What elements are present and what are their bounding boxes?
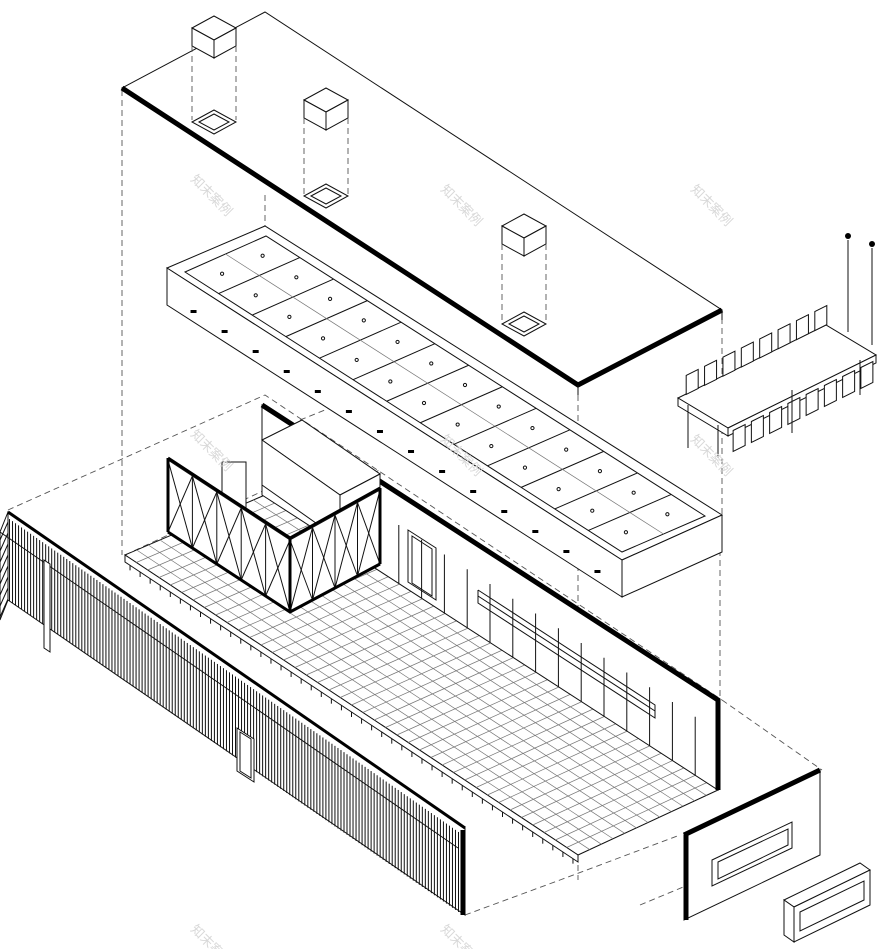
skylight-3 (500, 213, 548, 337)
watermark: 知末案例 (187, 427, 235, 475)
front-slatted-wall (0, 510, 466, 916)
roof-slab (120, 11, 724, 395)
watermark: 知末案例 (187, 922, 235, 949)
window-frame-component (783, 862, 871, 943)
end-wall-with-window (682, 767, 822, 921)
meeting-table-component (676, 233, 878, 458)
glazed-meeting-box (166, 419, 382, 614)
skylight-2 (302, 87, 350, 209)
watermark: 知末案例 (687, 182, 735, 230)
watermark: 知末案例 (187, 172, 235, 220)
skylight-1 (190, 15, 238, 135)
watermark: 知末案例 (687, 432, 735, 480)
watermark: 知末案例 (437, 922, 485, 949)
ceiling-panel-tray (165, 225, 724, 598)
